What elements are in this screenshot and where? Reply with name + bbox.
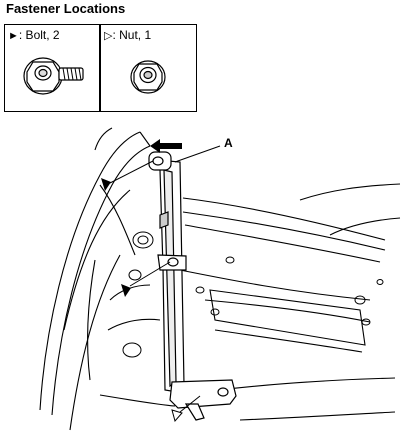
bolt-illustration [23,57,84,95]
nut-legend-label: ▷: Nut, 1 [104,28,151,42]
hollow-triangle-marker: ▷ [104,30,113,42]
direction-arrow [150,139,182,153]
door-panel-diagram [39,127,401,431]
nut-illustration [130,60,166,94]
diagram-title: Fastener Locations [6,1,126,16]
bolt-legend-label: ►: Bolt, 2 [8,28,60,42]
bolt-legend-cell: ►: Bolt, 2 [4,24,100,112]
filled-triangle-marker: ► [8,30,19,42]
bolt-marker-lower [121,284,131,297]
panel-holes [122,231,384,358]
bolt-legend-text: : Bolt, 2 [18,28,60,42]
nut-legend-cell: ▷: Nut, 1 [100,24,197,112]
bolt-marker-upper [101,178,111,191]
leader-lines [109,145,221,413]
callout-a-label: A [224,136,233,150]
glass-run-channel [148,151,237,421]
nut-legend-text: : Nut, 1 [112,28,152,42]
door-outline [39,127,401,431]
nut-marker [171,409,183,423]
